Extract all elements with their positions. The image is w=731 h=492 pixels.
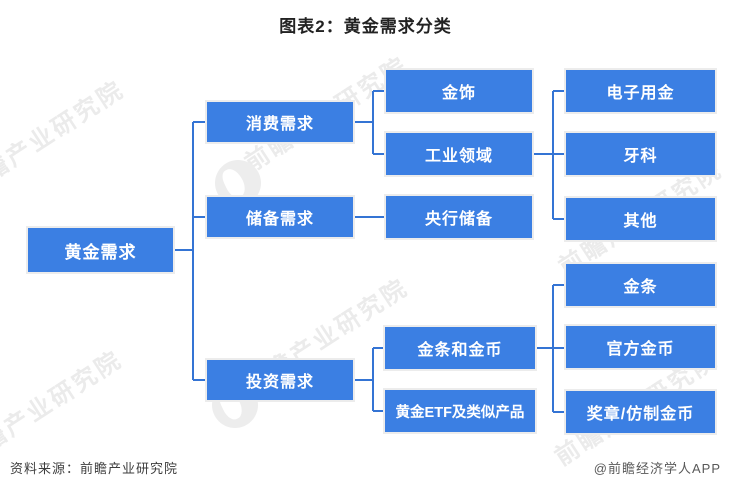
node-gold-etf: 黄金ETF及类似产品 bbox=[385, 390, 535, 432]
node-other: 其他 bbox=[566, 198, 715, 240]
node-investment-demand: 投资需求 bbox=[207, 360, 353, 400]
node-central-bank-reserve: 央行储备 bbox=[386, 196, 532, 238]
node-consumer-demand: 消费需求 bbox=[207, 102, 353, 142]
chart-title: 图表2：黄金需求分类 bbox=[279, 17, 452, 36]
node-gold-jewelry: 金饰 bbox=[386, 70, 532, 112]
node-bars-and-coins: 金条和金币 bbox=[385, 327, 535, 369]
node-gold-demand: 黄金需求 bbox=[28, 228, 173, 272]
node-medals-imitation-coins: 奖章/仿制金币 bbox=[566, 391, 715, 433]
node-dental: 牙科 bbox=[566, 133, 715, 175]
node-reserve-demand: 储备需求 bbox=[207, 197, 353, 237]
node-official-coins: 官方金币 bbox=[566, 326, 715, 368]
node-electronics-gold: 电子用金 bbox=[566, 70, 715, 112]
node-industrial-field: 工业领域 bbox=[386, 133, 532, 175]
app-credit: @前瞻经济学人APP bbox=[593, 461, 721, 476]
node-gold-bars: 金条 bbox=[566, 264, 715, 306]
source-note: 资料来源：前瞻产业研究院 bbox=[10, 461, 179, 476]
